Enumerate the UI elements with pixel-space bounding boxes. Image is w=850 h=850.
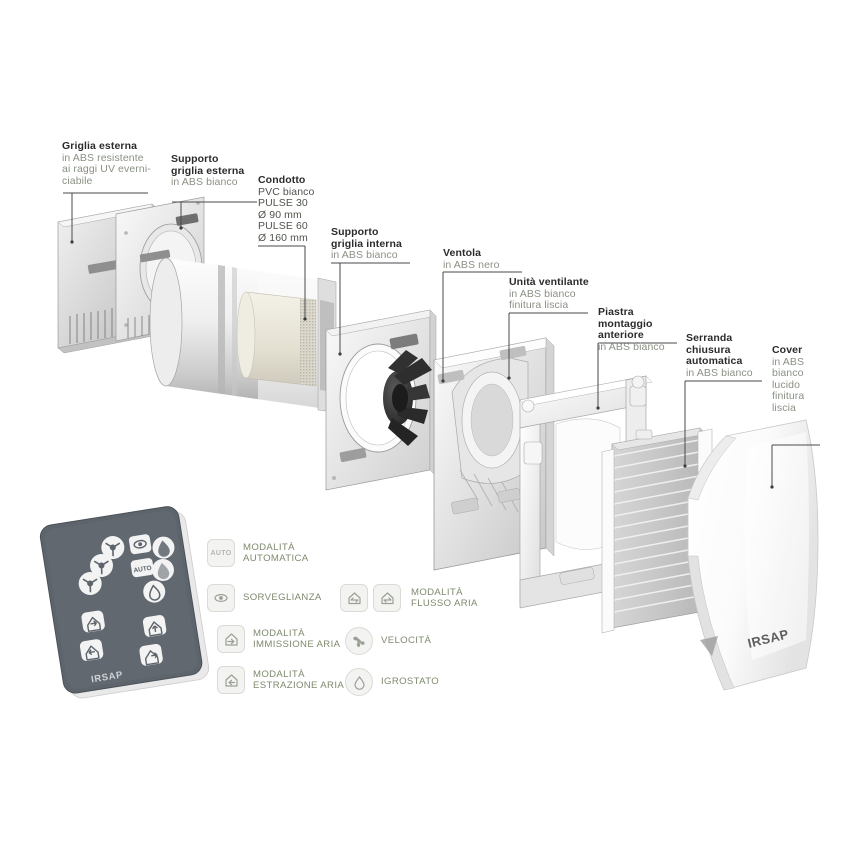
legend-label: VELOCITÀ — [381, 635, 432, 647]
callout-title: Supporto griglia interna — [331, 226, 402, 250]
legend-label: IGROSTATO — [381, 676, 440, 688]
callout-subtitle: PVC bianco PULSE 30 Ø 90 mm PULSE 60 Ø 1… — [258, 185, 315, 244]
house-arrow-out-icon — [217, 666, 245, 694]
eye-icon-glyph — [214, 593, 228, 603]
callout-title: Supporto griglia esterna — [171, 153, 245, 177]
callout-subtitle: in ABS bianco — [331, 249, 398, 262]
part-condotto — [149, 257, 337, 413]
house-arrow-in-icon — [217, 625, 245, 653]
eye-icon — [207, 584, 235, 612]
callout-title: Griglia esterna — [62, 140, 138, 152]
callout-subtitle: in ABS nero — [443, 258, 500, 271]
callout-ventola: Ventola in ABS nero — [443, 247, 521, 271]
callout-unita-ventilante: Unità ventilante in ABS bianco finitura … — [509, 276, 595, 312]
callout-piastra-montaggio-anteriore: Piastra montaggio anteriore in ABS bianc… — [598, 306, 690, 353]
callout-title: Serranda chiusura automatica — [686, 332, 743, 368]
auto-badge-icon: AUTO — [207, 539, 235, 567]
callout-title: Piastra montaggio anteriore — [598, 306, 653, 342]
legend-label: SORVEGLIANZA — [243, 592, 322, 604]
callout-title: Condotto — [258, 174, 306, 186]
legend-item-igrostato[interactable]: IGROSTATO — [345, 668, 439, 696]
remote-control[interactable]: AUTO — [39, 504, 211, 701]
callout-subtitle: in ABS bianco — [171, 176, 238, 189]
legend-item-velocita[interactable]: VELOCITÀ — [345, 627, 431, 655]
callout-subtitle: in ABS resistente ai raggi UV everni- ci… — [62, 151, 151, 187]
callout-supporto-griglia-interna: Supporto griglia interna in ABS bianco — [331, 226, 419, 262]
callout-subtitle: in ABS bianco finitura liscia — [509, 287, 576, 312]
legend-label: MODALITÀ ESTRAZIONE ARIA — [253, 668, 345, 691]
leader-endpoints — [70, 226, 774, 489]
legend-item-modalita-immissione-aria[interactable]: MODALITÀ IMMISSIONE ARIA — [217, 625, 340, 653]
fan-icon-glyph — [353, 636, 365, 648]
house-arrow-out-glyph — [224, 673, 238, 687]
legend-label: MODALITÀ FLUSSO ARIA — [411, 586, 478, 609]
callout-serranda-chiusura-automatica: Serranda chiusura automatica in ABS bian… — [686, 332, 758, 379]
legend-item-modalita-flusso-aria[interactable]: MODALITÀ FLUSSO ARIA — [340, 584, 478, 612]
remote-fan-buttons[interactable] — [72, 534, 131, 596]
remote-humidity-buttons[interactable] — [135, 535, 183, 604]
legend-item-sorveglianza[interactable]: SORVEGLIANZA — [207, 584, 322, 612]
legend-label: MODALITÀ IMMISSIONE ARIA — [253, 627, 341, 650]
callout-title: Unità ventilante — [509, 276, 589, 288]
remote-brand-logo: IRSAP — [90, 670, 123, 686]
callout-subtitle: in ABS bianco — [686, 366, 753, 379]
part-cover: IRSAP — [687, 419, 819, 691]
water-drop-glyph — [353, 675, 365, 690]
water-drop-icon — [345, 668, 373, 696]
part-ventola — [383, 350, 432, 446]
auto-badge-text: AUTO — [210, 549, 232, 557]
fan-icon — [345, 627, 373, 655]
remote-auto-button — [130, 558, 154, 578]
remote-mode-buttons[interactable] — [75, 601, 172, 676]
callout-supporto-griglia-esterna: Supporto griglia esterna in ABS bianco — [171, 153, 263, 189]
callout-cover: Cover in ABS bianco lucido finitura lisc… — [772, 344, 822, 415]
airflow-updown-icon-2 — [373, 584, 401, 612]
part-supporto-griglia-interna — [325, 309, 437, 491]
house-arrow-in-glyph — [224, 632, 238, 646]
legend-item-modalita-automatica[interactable]: AUTO MODALITÀ AUTOMATICA — [207, 539, 309, 567]
airflow-updown-glyph-b — [380, 591, 394, 604]
callout-title: Cover — [772, 344, 803, 356]
svg-text:AUTO: AUTO — [133, 565, 152, 575]
legend-label: MODALITÀ AUTOMATICA — [243, 541, 309, 564]
legend-item-modalita-estrazione-aria[interactable]: MODALITÀ ESTRAZIONE ARIA — [217, 666, 344, 694]
callout-title: Ventola — [443, 247, 482, 259]
callout-subtitle: in ABS bianco lucido finitura liscia — [772, 355, 805, 414]
airflow-updown-icon — [340, 584, 368, 612]
leader-lines — [63, 192, 820, 487]
callout-griglia-esterna: Griglia esterna in ABS resistente ai rag… — [62, 140, 167, 187]
part-unita-ventilante — [433, 337, 555, 571]
callout-subtitle: in ABS bianco — [598, 340, 665, 353]
airflow-updown-glyph-a — [347, 591, 361, 604]
callout-condotto: Condotto PVC bianco PULSE 30 Ø 90 mm PUL… — [258, 174, 328, 245]
